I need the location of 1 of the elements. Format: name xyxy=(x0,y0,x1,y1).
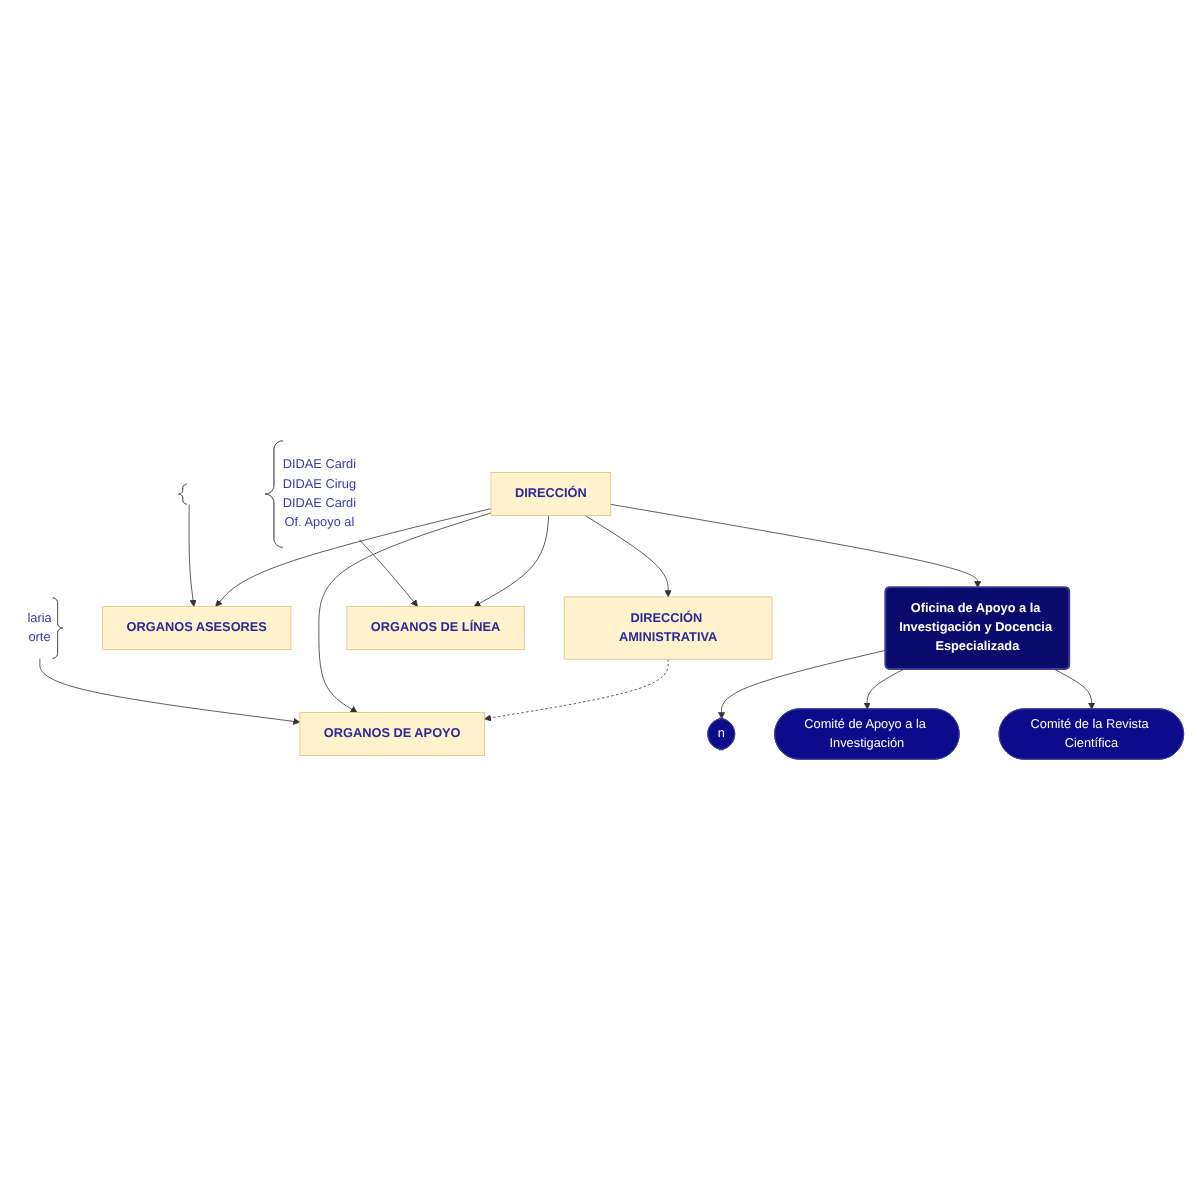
node-bracket xyxy=(178,483,188,505)
